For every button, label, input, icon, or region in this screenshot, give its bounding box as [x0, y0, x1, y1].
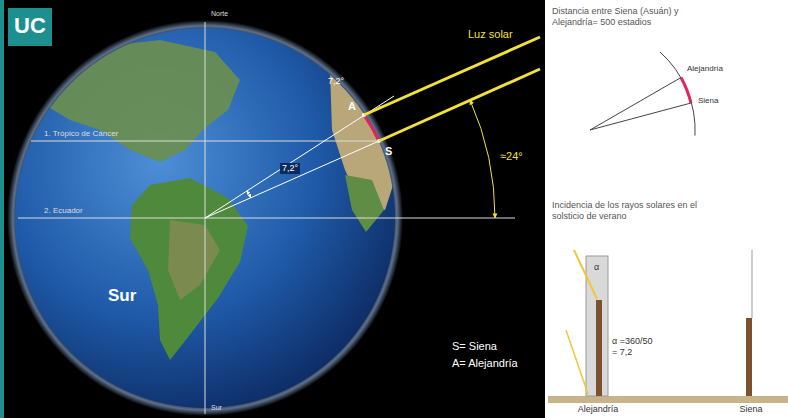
sun-ray — [364, 37, 540, 115]
sun-ray-small — [566, 330, 588, 394]
line-label: 2. Ecuador — [44, 206, 83, 216]
continents — [40, 40, 398, 360]
heading-text: Incidencia de los rayos solares en el so… — [552, 200, 702, 222]
arc-distance — [364, 115, 379, 141]
tropic-line — [31, 141, 379, 142]
place-label: Siena — [739, 404, 762, 415]
ray-label: Luz solar — [468, 28, 513, 41]
angle-label: 7,2° — [328, 76, 344, 87]
equator-line — [18, 218, 515, 219]
shadow-box — [586, 256, 608, 396]
teal-edge — [0, 0, 4, 418]
radius-to-s — [205, 141, 379, 218]
logo-text: UC — [14, 13, 46, 39]
place-label: Alejandría — [687, 64, 723, 74]
legend-note: A= Alejandría — [452, 357, 518, 370]
radius-sketch — [590, 78, 681, 131]
region-label: Sur — [108, 286, 136, 306]
angle-label: 7,2° — [280, 163, 300, 174]
radius-sketch — [590, 103, 691, 130]
legend-note: S= Siena — [452, 340, 497, 353]
gnomon-alejandria — [596, 300, 602, 396]
angle-label: ≈24° — [500, 150, 523, 163]
ground-band — [548, 396, 788, 403]
dark-panel — [0, 0, 545, 418]
logo-square — [8, 8, 52, 46]
place-label: Siena — [698, 96, 718, 106]
center-angle-arc — [247, 191, 251, 198]
axis-label: Sur — [211, 404, 222, 412]
line-label: 1. Trópico de Cáncer — [44, 129, 118, 139]
axis-label: Norte — [211, 10, 228, 18]
arc-distance-sketch — [681, 78, 691, 104]
point-label: S — [385, 145, 392, 158]
place-label: Alejandría — [578, 404, 619, 415]
sun-ray — [379, 69, 540, 141]
gnomon-siena — [746, 318, 752, 396]
heading-text: Distancia entre Siena (Asuán) y Alejandr… — [552, 6, 702, 28]
latitude-angle-arc — [470, 100, 495, 218]
south-america — [130, 178, 248, 360]
formula-text: α =360/50 = 7,2 — [612, 336, 658, 358]
sun-ray-small — [574, 250, 597, 299]
land-shade — [168, 220, 220, 300]
north-america — [40, 40, 240, 162]
point-label: A — [348, 100, 356, 113]
angle-label: α — [594, 262, 599, 273]
africa-green — [345, 175, 384, 232]
sun-ray-vertical — [752, 250, 753, 318]
